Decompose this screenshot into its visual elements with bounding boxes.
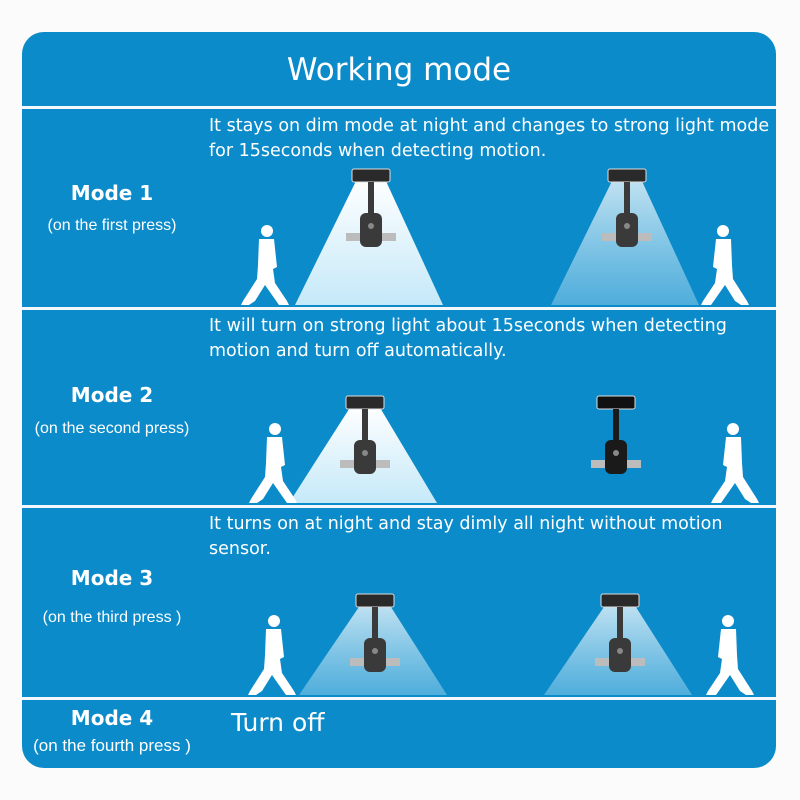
panel-title: Working mode	[286, 52, 512, 88]
motion-sensor-icon	[372, 648, 378, 654]
walking-person-icon	[701, 225, 749, 305]
lamp-body	[364, 638, 386, 672]
mode-4-name: Mode 4	[70, 706, 154, 730]
divider	[22, 697, 776, 700]
solar-panel-icon	[607, 168, 647, 183]
walking-person-icon	[249, 423, 297, 503]
mode-1-name: Mode 1	[70, 181, 154, 205]
solar-lamp	[591, 395, 641, 474]
mode-3-illustration	[248, 593, 754, 695]
mode-1-illustration	[241, 168, 749, 305]
lamp-body	[605, 440, 627, 474]
solar-lamp	[299, 593, 447, 695]
lamp-pole	[368, 182, 374, 216]
mode-2-press: (on the second press)	[34, 420, 190, 437]
divider	[22, 106, 776, 109]
mode-2-illustration	[249, 395, 759, 503]
divider	[22, 505, 776, 508]
lamp-pole	[362, 409, 368, 443]
mode-3-press: (on the third press )	[42, 609, 182, 626]
mode-1-row: It stays on dim mode at night and change…	[22, 109, 776, 307]
lamp-pole	[624, 182, 630, 216]
motion-sensor-icon	[624, 223, 630, 229]
solar-lamp	[544, 593, 692, 695]
mode-3-row: It turns on at night and stay dimly all …	[22, 508, 776, 697]
solar-panel-icon	[600, 593, 640, 608]
solar-lamp	[295, 168, 443, 305]
solar-lamp	[551, 168, 699, 305]
mode-2-name: Mode 2	[70, 383, 154, 407]
mode-4-row: Mode 4 (on the fourth press ) Turn off	[22, 700, 776, 768]
mode-2-row: It will turn on strong light about 15sec…	[22, 310, 776, 505]
walking-person-icon	[248, 615, 296, 695]
mode-4-press: (on the fourth press )	[33, 736, 191, 755]
solar-panel-icon	[596, 395, 636, 410]
lamp-body	[609, 638, 631, 672]
walking-person-icon	[711, 423, 759, 503]
solar-panel-icon	[355, 593, 395, 608]
lamp-body	[616, 213, 638, 247]
motion-sensor-icon	[613, 450, 619, 456]
lamp-pole	[617, 607, 623, 641]
mode-4-description: Turn off	[231, 708, 325, 737]
solar-lamp	[289, 395, 437, 503]
mode-2-description: It will turn on strong light about 15sec…	[209, 316, 727, 361]
lamp-pole	[372, 607, 378, 641]
mode-3-name: Mode 3	[70, 566, 154, 590]
mode-1-description: It stays on dim mode at night and change…	[209, 116, 770, 161]
solar-panel-icon	[345, 395, 385, 410]
lamp-body	[360, 213, 382, 247]
motion-sensor-icon	[617, 648, 623, 654]
solar-panel-icon	[351, 168, 391, 183]
divider	[22, 307, 776, 310]
working-mode-panel: Working mode It stays on dim mode at nig…	[22, 32, 776, 768]
lamp-body	[354, 440, 376, 474]
lamp-pole	[613, 409, 619, 443]
mode-1-press: (on the first press)	[47, 217, 177, 234]
motion-sensor-icon	[362, 450, 368, 456]
mode-3-description: It turns on at night and stay dimly all …	[209, 514, 723, 559]
motion-sensor-icon	[368, 223, 374, 229]
walking-person-icon	[706, 615, 754, 695]
walking-person-icon	[241, 225, 289, 305]
